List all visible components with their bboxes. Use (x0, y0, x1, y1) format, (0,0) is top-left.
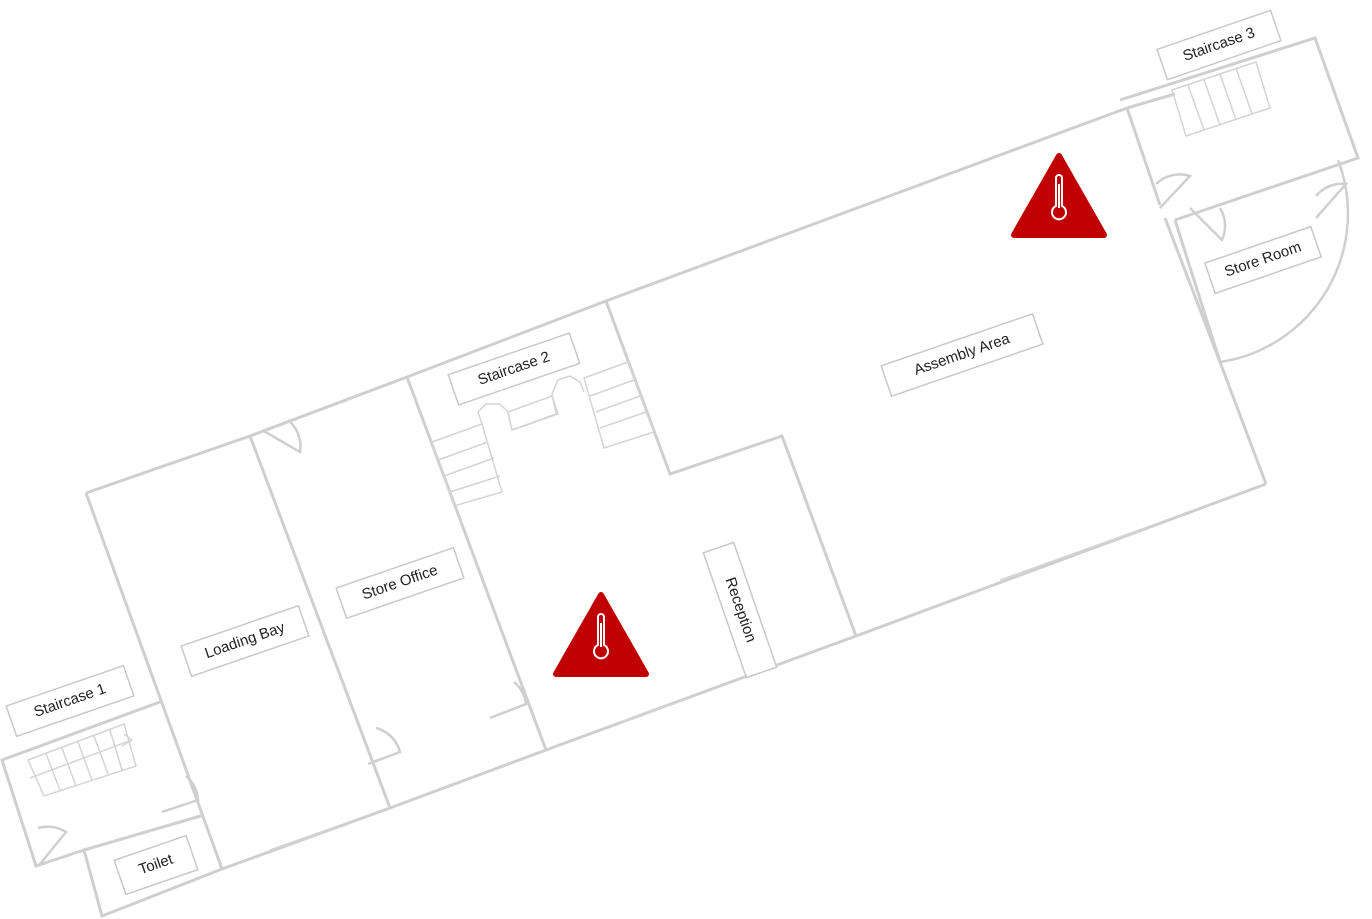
loading-store-divider (248, 435, 392, 809)
office-stair-divider (405, 376, 548, 751)
door-loading-bay (261, 419, 302, 454)
door-staircase-1 (161, 775, 200, 814)
store-room-west-wall (1173, 219, 1222, 363)
window-1 (269, 825, 339, 851)
room-label-staircase-2: Staircase 2 (447, 332, 581, 406)
door-staircase-3 (1155, 173, 1193, 209)
window-2 (619, 697, 691, 723)
room-label-staircase-1: Staircase 1 (5, 664, 135, 738)
room-label-reception: Reception (702, 541, 778, 679)
room-label-toilet: Toilet (113, 834, 199, 896)
store-room-curved-wall (1219, 159, 1350, 364)
staircase-3-steps (1171, 61, 1271, 137)
thermometer-warning-icon[interactable] (553, 592, 649, 677)
south-wall (221, 482, 1267, 871)
room-label-staircase-3: Staircase 3 (1156, 9, 1282, 81)
room-label-loading-bay: Loading Bay (180, 604, 310, 678)
staircase-3-divider (1125, 107, 1162, 206)
room-label-store-office: Store Office (335, 546, 465, 620)
top-wall (85, 92, 1176, 495)
walls (0, 36, 1360, 919)
door-toilet (37, 825, 68, 865)
door-staircase-2 (489, 681, 528, 720)
staircase-1-steps (26, 723, 137, 797)
loading-bay-west-wall (84, 492, 224, 870)
door-store-room-east (1315, 182, 1349, 219)
doors (37, 159, 1350, 865)
room-label-assembly-area: Assembly Area (880, 312, 1044, 398)
staircase-2-steps (431, 361, 655, 507)
door-store-room (1189, 207, 1227, 243)
door-store-office (367, 726, 402, 766)
thermometer-warning-icon[interactable] (1011, 153, 1107, 238)
window-3 (999, 527, 1146, 581)
staircase-1-walls (0, 700, 223, 919)
toilet-divider (83, 813, 205, 852)
east-block-wall (1119, 36, 1360, 222)
